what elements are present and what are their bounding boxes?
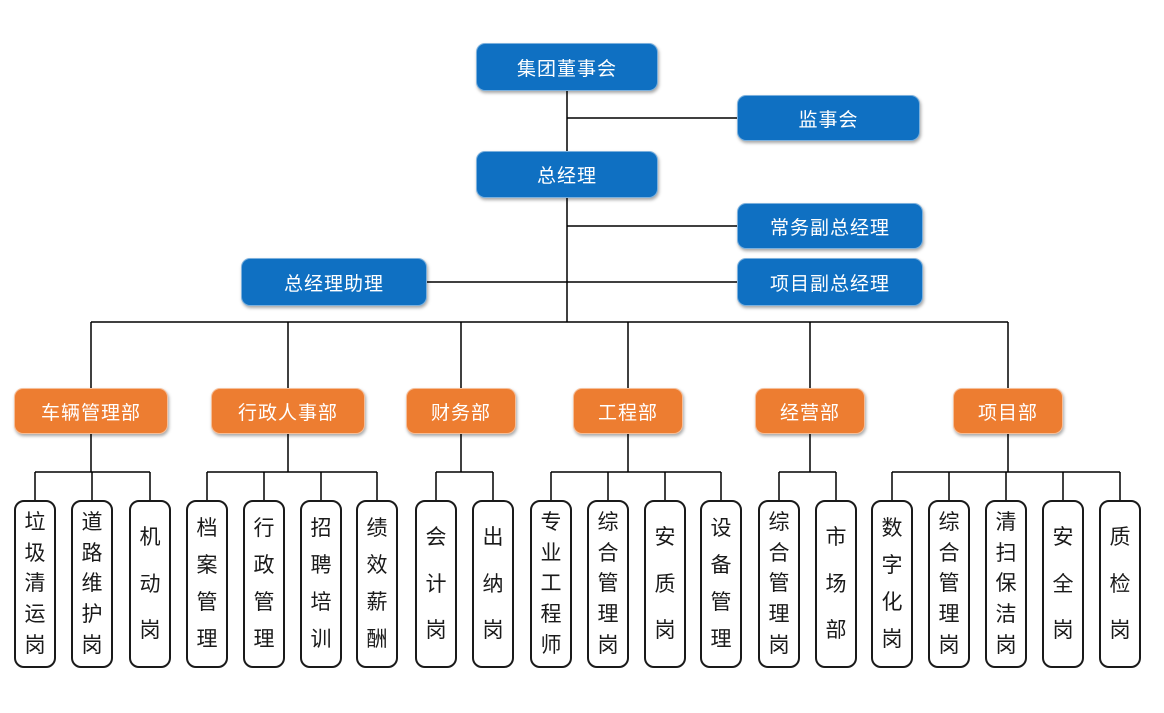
gm-assistant-node: 总经理助理	[241, 258, 427, 306]
position-node: 综合管理岗	[758, 500, 800, 668]
department-node: 行政人事部	[211, 388, 365, 434]
position-node: 会计岗	[415, 500, 457, 668]
position-node: 档案管理	[186, 500, 228, 668]
position-node: 道路维护岗	[71, 500, 113, 668]
general-manager-node: 总经理	[476, 151, 658, 198]
department-node: 工程部	[573, 388, 683, 434]
position-node: 绩效薪酬	[356, 500, 398, 668]
department-node: 车辆管理部	[14, 388, 168, 434]
position-node: 招聘培训	[300, 500, 342, 668]
position-node: 设备管理	[700, 500, 742, 668]
position-node: 市场部	[815, 500, 857, 668]
board-node: 集团董事会	[476, 43, 658, 91]
position-node: 清扫保洁岗	[985, 500, 1027, 668]
position-node: 质检岗	[1099, 500, 1141, 668]
project-deputy-gm-node: 项目副总经理	[737, 258, 923, 306]
position-node: 数字化岗	[871, 500, 913, 668]
position-node: 出纳岗	[472, 500, 514, 668]
position-node: 垃圾清运岗	[14, 500, 56, 668]
position-node: 安质岗	[644, 500, 686, 668]
position-node: 行政管理	[243, 500, 285, 668]
supervisory-board-node: 监事会	[737, 95, 920, 141]
department-node: 项目部	[953, 388, 1063, 434]
position-node: 机动岗	[129, 500, 171, 668]
position-node: 专业工程师	[530, 500, 572, 668]
position-node: 综合管理岗	[587, 500, 629, 668]
department-node: 财务部	[406, 388, 516, 434]
department-node: 经营部	[755, 388, 865, 434]
executive-deputy-gm-node: 常务副总经理	[737, 203, 923, 249]
position-node: 安全岗	[1042, 500, 1084, 668]
position-node: 综合管理岗	[928, 500, 970, 668]
